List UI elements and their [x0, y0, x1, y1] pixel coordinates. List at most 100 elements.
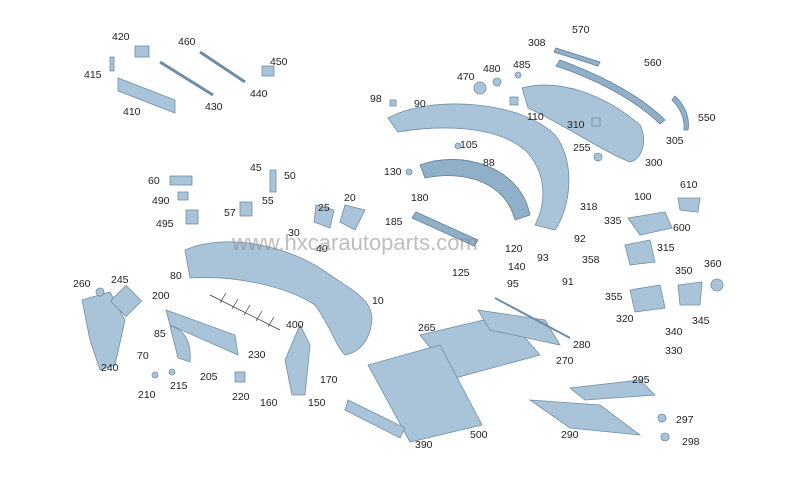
label-420: 420 — [112, 31, 130, 43]
label-40: 40 — [316, 243, 328, 255]
dash-400 — [219, 292, 275, 328]
label-91: 91 — [562, 276, 574, 288]
label-490: 490 — [152, 195, 170, 207]
label-260: 260 — [73, 278, 91, 290]
label-240: 240 — [101, 362, 119, 374]
part-85 — [169, 325, 191, 363]
part-280 — [494, 297, 571, 339]
part-415 — [109, 56, 115, 72]
part-500 — [367, 344, 483, 443]
label-280: 280 — [573, 339, 591, 351]
label-335: 335 — [604, 215, 622, 227]
label-298: 298 — [682, 436, 700, 448]
part-485 — [514, 71, 522, 79]
label-220: 220 — [232, 391, 250, 403]
label-295: 295 — [632, 374, 650, 386]
part-10 — [184, 241, 373, 356]
label-205: 205 — [200, 371, 218, 383]
part-490 — [177, 191, 189, 201]
part-390 — [344, 399, 406, 439]
part-410 — [117, 77, 176, 114]
label-50: 50 — [284, 170, 296, 182]
part-105 — [454, 142, 462, 150]
label-350: 350 — [675, 265, 693, 277]
label-80: 80 — [170, 270, 182, 282]
part-420 — [134, 45, 150, 58]
part-440 — [199, 50, 246, 84]
part-570 — [553, 47, 601, 67]
part-57 — [239, 201, 253, 217]
label-98: 98 — [370, 93, 382, 105]
label-440: 440 — [250, 88, 268, 100]
part-labels: 420 460 450 415 440 410 430 570 308 560 … — [73, 24, 722, 451]
label-160: 160 — [260, 397, 278, 409]
label-360: 360 — [704, 258, 722, 270]
label-10: 10 — [372, 295, 384, 307]
label-340: 340 — [665, 326, 683, 338]
part-290 — [528, 399, 642, 436]
label-290: 290 — [561, 429, 579, 441]
part-495 — [185, 209, 199, 225]
label-300: 300 — [645, 157, 663, 169]
label-70: 70 — [137, 350, 149, 362]
part-185 — [411, 211, 479, 247]
part-480 — [492, 77, 502, 87]
label-20: 20 — [344, 192, 356, 204]
part-25 — [313, 204, 335, 229]
part-300 — [521, 84, 644, 163]
part-320 — [629, 284, 666, 313]
part-60 — [169, 175, 193, 186]
label-330: 330 — [665, 345, 683, 357]
part-20 — [339, 204, 366, 231]
label-88: 88 — [483, 157, 495, 169]
part-98 — [389, 99, 397, 107]
label-560: 560 — [644, 57, 662, 69]
label-57: 57 — [224, 207, 236, 219]
part-295 — [568, 379, 656, 401]
label-215: 215 — [170, 380, 188, 392]
part-610 — [677, 197, 701, 213]
label-297: 297 — [676, 414, 694, 426]
label-270: 270 — [556, 355, 574, 367]
leader-lines — [209, 292, 281, 331]
label-85: 85 — [154, 328, 166, 340]
label-200: 200 — [152, 290, 170, 302]
label-410: 410 — [123, 106, 141, 118]
label-400: 400 — [286, 319, 304, 331]
label-170: 170 — [320, 374, 338, 386]
part-110 — [509, 96, 519, 106]
part-450 — [261, 65, 275, 77]
watermark: www.hxcarautoparts.com — [231, 230, 478, 255]
label-105: 105 — [460, 139, 478, 151]
part-245 — [109, 284, 143, 318]
label-570: 570 — [572, 24, 590, 36]
label-93: 93 — [537, 252, 549, 264]
label-245: 245 — [111, 274, 129, 286]
label-45: 45 — [250, 162, 262, 174]
part-560 — [555, 59, 666, 125]
part-600 — [627, 211, 673, 236]
label-310: 310 — [567, 119, 585, 131]
part-200 — [165, 309, 239, 356]
label-430: 430 — [205, 101, 223, 113]
part-90 — [387, 103, 570, 231]
label-55: 55 — [262, 195, 274, 207]
label-265: 265 — [418, 322, 436, 334]
part-55 — [269, 169, 277, 193]
part-150 — [284, 324, 311, 396]
part-430 — [159, 60, 214, 97]
part-215 — [168, 368, 176, 376]
part-470 — [473, 81, 487, 95]
label-550: 550 — [698, 112, 716, 124]
label-355: 355 — [605, 291, 623, 303]
label-345: 345 — [692, 315, 710, 327]
label-255: 255 — [573, 142, 591, 154]
label-495: 495 — [156, 218, 174, 230]
part-298 — [660, 432, 670, 442]
label-390: 390 — [415, 439, 433, 451]
label-320: 320 — [616, 313, 634, 325]
label-210: 210 — [138, 389, 156, 401]
label-600: 600 — [673, 222, 691, 234]
part-220 — [234, 371, 246, 383]
label-315: 315 — [657, 242, 675, 254]
